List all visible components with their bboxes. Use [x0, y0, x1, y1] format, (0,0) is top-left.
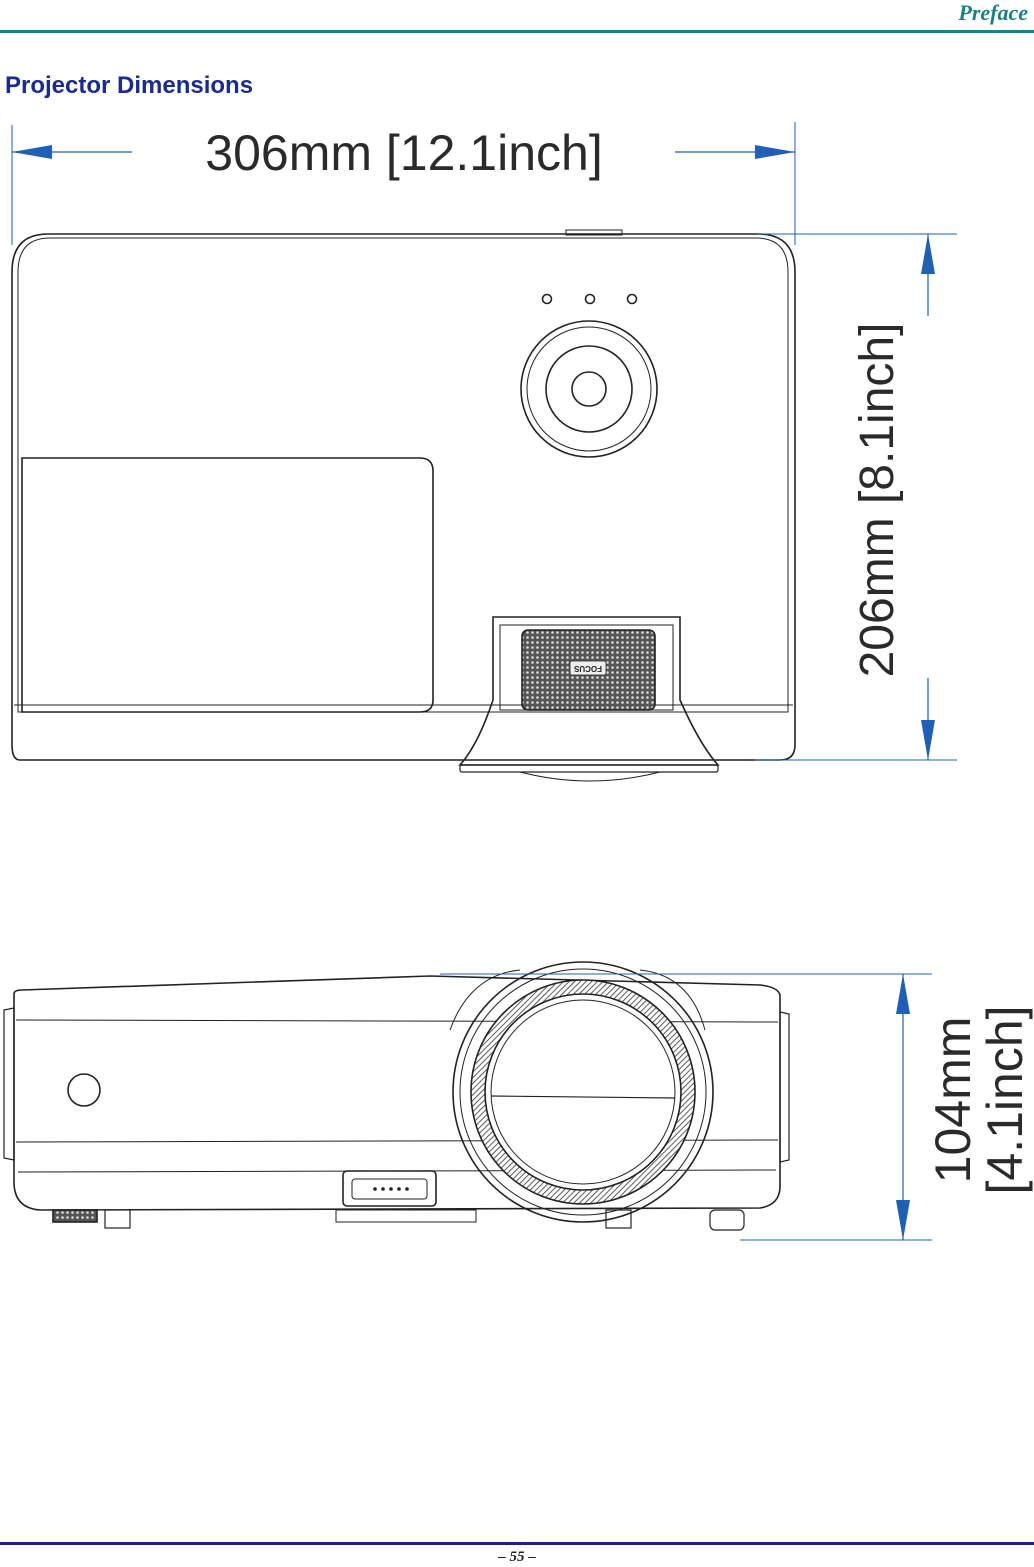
footer-rule — [0, 1542, 1034, 1545]
depth-arrow-bottom — [921, 720, 935, 760]
focus-label: FOCUS — [573, 664, 602, 673]
lens-housing — [458, 616, 720, 766]
depth-label: 206mm [8.1inch] — [851, 323, 904, 678]
projector-front-view — [3, 961, 790, 1231]
front-lens — [449, 961, 714, 1223]
width-label: 306mm [12.1inch] — [205, 125, 602, 181]
focus-label-plate — [569, 660, 607, 676]
indicator-led-1 — [541, 293, 553, 305]
header-rule — [0, 30, 1034, 33]
indicator-led-2 — [584, 293, 596, 305]
front-status-panel — [342, 1170, 437, 1207]
header-section-label: Preface — [958, 0, 1028, 25]
height-arrow-bottom — [896, 1200, 910, 1240]
height-label-mm: 104mm — [925, 1017, 981, 1184]
control-pad — [520, 320, 658, 458]
height-dimension: 104mm [4.1inch] — [440, 973, 1033, 1241]
ir-receiver — [67, 1073, 101, 1107]
width-arrow-left — [12, 145, 52, 159]
page-number: – 55 – — [498, 1549, 536, 1565]
adjustable-foot-left — [52, 1209, 98, 1223]
vent-panel — [21, 457, 434, 713]
page-title: Projector Dimensions — [5, 72, 254, 99]
height-arrow-top — [896, 974, 910, 1014]
depth-dimension: 206mm [8.1inch] — [755, 233, 957, 761]
indicator-led-3 — [626, 293, 638, 305]
projector-top-view — [11, 229, 796, 782]
height-label-inch: [4.1inch] — [977, 1005, 1033, 1194]
depth-arrow-top — [921, 234, 935, 274]
width-dimension: 306mm [12.1inch] — [11, 122, 796, 245]
width-arrow-right — [755, 145, 795, 159]
